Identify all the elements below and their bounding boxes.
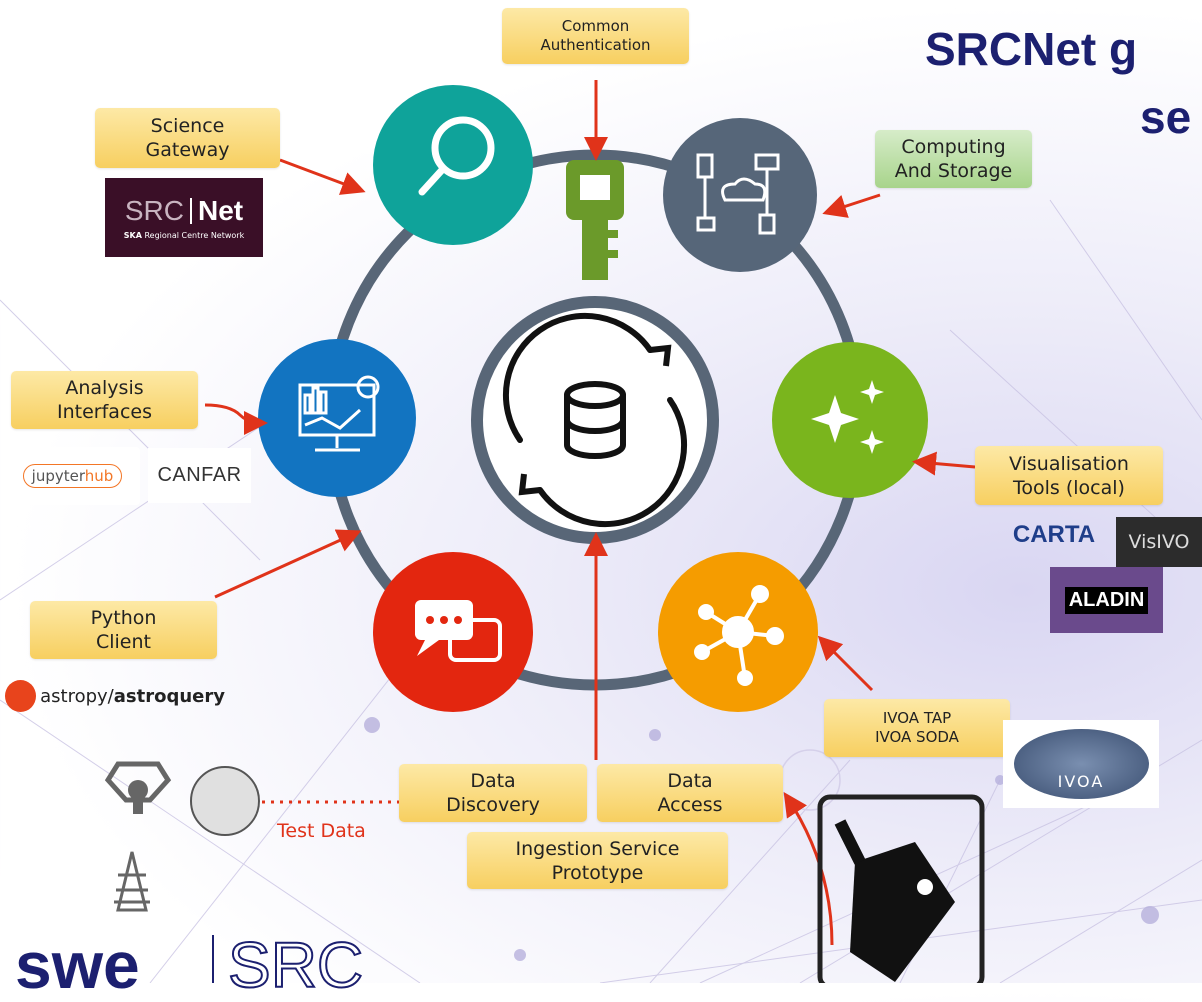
srcnet-logo-text: SRC	[124, 195, 184, 226]
label-text: Common	[561, 17, 630, 35]
key-icon	[566, 160, 624, 280]
search-icon	[418, 116, 495, 196]
visivo-logo: VisIVO	[1116, 517, 1202, 567]
telescope-icon	[104, 761, 172, 814]
label-visualisation-tools: Visualisation Tools (local)	[975, 446, 1163, 505]
jupyterhub-logo: jupyterhub	[5, 447, 140, 505]
label-text: And Storage	[894, 160, 1013, 182]
chat-icon	[415, 600, 502, 662]
label-text: Prototype	[551, 861, 644, 884]
label-text: Ingestion Service	[515, 837, 680, 860]
test-data-label: Test Data	[277, 820, 366, 842]
label-text: Python	[90, 607, 157, 629]
label-python-client: Python Client	[30, 601, 217, 659]
sparkle-icon	[811, 380, 884, 454]
page-title: SRCNet g	[925, 23, 1138, 75]
label-text: Gateway	[145, 139, 230, 161]
network-icon	[694, 585, 784, 686]
ivoa-logo: IVOA	[1003, 720, 1159, 808]
label-ingestion-service: Ingestion Service Prototype	[467, 832, 728, 889]
swe-logo: swe	[15, 928, 140, 1002]
label-text: Client	[95, 631, 151, 653]
astroquery-logo: astropy/astroquery	[5, 672, 225, 720]
srcnet-logo-sub: Regional Centre Network	[144, 231, 245, 240]
srcnet-logo: SRC Net SKA Regional Centre Network	[105, 178, 263, 257]
jupyterhub-logo-text: jupyter	[31, 467, 85, 485]
src-logo: SRC	[227, 929, 364, 1001]
label-text: Discovery	[446, 794, 540, 816]
label-text: Science	[150, 115, 225, 137]
canfar-logo: CANFAR	[148, 448, 251, 503]
antenna-icon	[114, 851, 150, 912]
page-title-line2: se	[1140, 91, 1192, 143]
test-data-node	[190, 766, 260, 836]
label-text: Data	[470, 770, 516, 792]
ivoa-logo-text: IVOA	[1057, 772, 1105, 791]
astropy-icon	[5, 680, 37, 712]
label-text: IVOA SODA	[875, 728, 959, 746]
label-computing-storage: Computing And Storage	[875, 130, 1032, 188]
srcnet-logo-text: Net	[198, 195, 244, 226]
label-ivoa: IVOA TAP IVOA SODA	[824, 699, 1010, 757]
label-data-access: Data Access	[597, 764, 783, 822]
label-text: Analysis	[65, 377, 144, 399]
cloud-storage-icon	[696, 153, 780, 235]
srcnet-logo-sub: SKA	[123, 231, 142, 240]
label-text: Visualisation	[1009, 452, 1129, 475]
label-text: Tools (local)	[1013, 476, 1125, 499]
astroquery-logo-text: astropy/	[40, 685, 114, 707]
label-text: IVOA TAP	[882, 709, 952, 727]
canfar-logo-text: CANFAR	[157, 464, 242, 486]
aladin-logo-text: ALADIN	[1064, 586, 1149, 614]
jupyterhub-logo-text: hub	[84, 467, 114, 485]
label-science-gateway: Science Gateway	[95, 108, 280, 168]
label-text: Data	[667, 770, 713, 792]
label-text: Computing	[901, 136, 1006, 158]
astroquery-logo-text: astroquery	[113, 685, 225, 707]
tag-device-icon	[817, 794, 985, 983]
label-common-authentication: Common Authentication	[502, 8, 689, 64]
label-text: Access	[657, 794, 723, 816]
database-sync-icon	[503, 313, 687, 527]
label-text: Interfaces	[57, 401, 152, 423]
carta-logo-text: CARTA	[1012, 521, 1096, 548]
label-analysis-interfaces: Analysis Interfaces	[11, 371, 198, 429]
label-text: Authentication	[540, 36, 651, 54]
label-data-discovery: Data Discovery	[399, 764, 587, 822]
visivo-logo-text: VisIVO	[1128, 531, 1190, 553]
logo-divider	[212, 935, 214, 983]
analytics-icon	[298, 375, 380, 452]
aladin-logo: ALADIN	[1050, 567, 1163, 633]
carta-logo: CARTA	[1000, 520, 1108, 550]
